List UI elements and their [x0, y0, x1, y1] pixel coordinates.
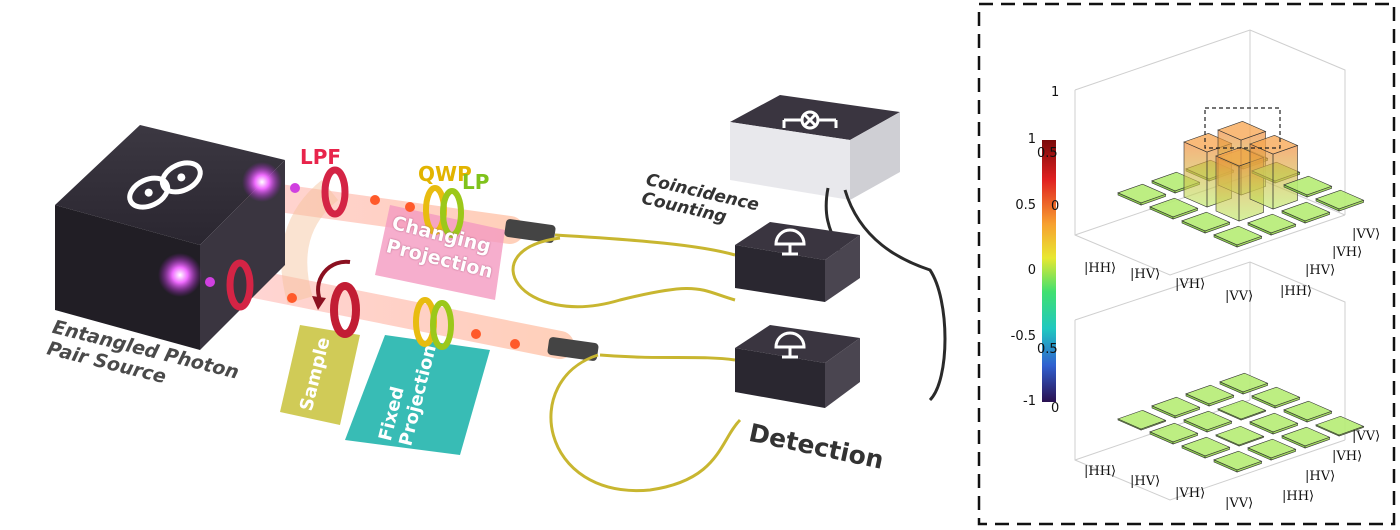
col-tick-label: |HH⟩	[1282, 489, 1315, 504]
bar-1-2	[1183, 410, 1233, 433]
results-frame	[977, 2, 1396, 526]
z-tick-label: 0	[1051, 199, 1060, 214]
bar-0-2	[1151, 396, 1201, 419]
ideal-state-outline	[1204, 107, 1281, 149]
col-tick-label: |VH⟩	[1332, 245, 1363, 260]
colorbar-tick-label: 0	[1027, 263, 1036, 278]
row-tick-label: |HH⟩	[1084, 464, 1117, 479]
bar-2-0	[1283, 400, 1333, 423]
row-tick-label: |HV⟩	[1130, 474, 1161, 489]
infinity-link-icon	[127, 160, 203, 210]
detector-upper	[735, 222, 860, 302]
z-tick-label: 0.5	[1037, 342, 1058, 357]
photon-dots	[205, 183, 520, 349]
lpf-lower	[226, 259, 254, 311]
colorbar-tick-label: 1	[1027, 132, 1036, 147]
optical-fibers	[511, 233, 742, 493]
lp-label: LP	[462, 170, 490, 194]
lpf-label: LPF	[300, 145, 342, 169]
coupler-lower	[547, 337, 599, 361]
bar-3-2	[1247, 438, 1297, 461]
bar-0-0	[1219, 372, 1269, 395]
col-tick-label: |VV⟩	[1352, 227, 1381, 242]
row-tick-label: |HH⟩	[1084, 261, 1117, 276]
bar-2-0	[1283, 175, 1333, 198]
qwp-label: QWP	[418, 162, 472, 186]
z-tick-label: 1	[1051, 85, 1060, 100]
source-output-lower	[158, 253, 202, 297]
lp-upper	[440, 188, 464, 238]
fixed-projection-panel	[345, 335, 490, 455]
col-tick-label: |HV⟩	[1305, 263, 1336, 278]
col-tick-label: |HV⟩	[1305, 469, 1336, 484]
colorbar-tick-label: -0.5	[1010, 328, 1036, 344]
bar-0-1	[1185, 384, 1235, 407]
colorbar	[1042, 140, 1056, 402]
detector-lower	[735, 325, 860, 408]
row-tick-label: |VV⟩	[1225, 289, 1254, 304]
source-output-upper	[242, 162, 282, 202]
bar-2-1	[1249, 135, 1299, 210]
bar-3-0	[1315, 415, 1365, 437]
bar-3-3	[1213, 225, 1263, 248]
bar-2-1	[1249, 412, 1299, 435]
colorbar-tick-label: 0.5	[1015, 197, 1036, 213]
bar-1-3	[1149, 422, 1199, 445]
colorbar-tick-label: -1	[1023, 394, 1036, 409]
col-tick-label: |VH⟩	[1332, 449, 1363, 464]
coupler-upper	[504, 219, 556, 243]
bar-0-3	[1117, 409, 1167, 431]
z-tick-label: 0.5	[1037, 146, 1058, 161]
row-tick-label: |VH⟩	[1175, 277, 1206, 292]
bar-3-1	[1281, 201, 1331, 224]
chart-lower-bars	[1117, 372, 1365, 473]
bar-3-0	[1315, 189, 1365, 212]
row-tick-label: |HV⟩	[1130, 267, 1161, 282]
rotation-arrow-icon	[316, 259, 351, 301]
bar-2-2	[1215, 425, 1265, 447]
col-tick-label: |HH⟩	[1280, 284, 1313, 299]
sample-ring	[330, 282, 360, 338]
photodiode-icon	[774, 228, 806, 256]
sample-panel	[280, 325, 360, 425]
bar-0-3	[1117, 183, 1167, 206]
chart-upper-bars	[1117, 121, 1365, 248]
bar-3-2	[1247, 213, 1297, 236]
lpf-upper	[321, 166, 349, 218]
photodiode-icon	[774, 331, 806, 359]
changing-projection-panel	[375, 205, 505, 300]
xor-gate-icon	[782, 110, 838, 130]
row-tick-label: |VV⟩	[1225, 496, 1254, 511]
bar-1-1	[1217, 399, 1267, 421]
coincidence-counter	[730, 95, 900, 200]
bar-3-1	[1281, 426, 1331, 449]
bar-2-3	[1181, 211, 1231, 234]
z-tick-label: 0	[1051, 401, 1060, 416]
source-box	[55, 125, 285, 350]
bar-1-0	[1251, 386, 1301, 409]
lp-lower	[430, 300, 454, 350]
col-tick-label: |VV⟩	[1352, 429, 1381, 444]
bar-1-3	[1149, 197, 1199, 220]
bar-3-3	[1213, 450, 1263, 473]
row-tick-label: |VH⟩	[1175, 486, 1206, 501]
bar-2-3	[1181, 436, 1231, 459]
